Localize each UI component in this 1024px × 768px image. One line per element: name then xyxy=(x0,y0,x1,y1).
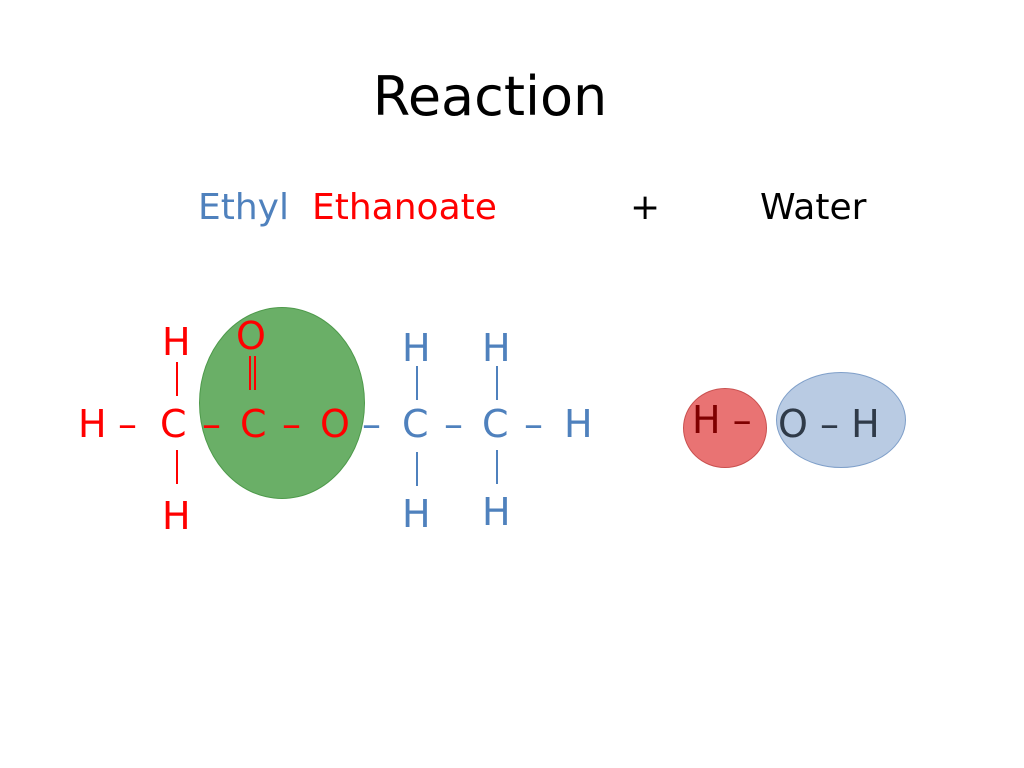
atom-h-top-3: H xyxy=(482,326,511,370)
atom-h-top-1: H xyxy=(162,320,191,364)
atom-h-bottom-3: H xyxy=(482,490,511,534)
double-bond-carbonyl xyxy=(249,356,256,390)
atom-c-4: C xyxy=(482,402,509,446)
bond-top-2 xyxy=(416,366,418,400)
water-hydrogen: H – xyxy=(692,398,752,442)
water-hydrogen-highlight xyxy=(683,388,767,468)
atom-h-bottom-2: H xyxy=(402,492,431,536)
ethyl-label: Ethyl xyxy=(198,187,289,228)
atom-c-3: C xyxy=(402,402,429,446)
bond-1: – xyxy=(118,402,137,446)
bond-bottom-3 xyxy=(496,450,498,484)
atom-c-1: C xyxy=(160,402,187,446)
bond-bottom-1 xyxy=(176,450,178,484)
bond-top-1 xyxy=(176,362,178,396)
water-hydroxyl-highlight xyxy=(776,372,906,468)
water-hydroxyl: O – H xyxy=(778,402,880,446)
slide-title: Reaction xyxy=(372,65,608,128)
bond-3: – xyxy=(282,402,301,446)
bond-bottom-2 xyxy=(416,452,418,486)
atom-h-bottom-1: H xyxy=(162,494,191,538)
atom-h-left: H xyxy=(78,402,107,446)
bond-top-3 xyxy=(496,366,498,400)
carbonyl-highlight xyxy=(199,307,365,499)
atom-o-ester: O xyxy=(320,402,350,446)
plus-sign: + xyxy=(630,187,661,228)
ethanoate-label: Ethanoate xyxy=(312,187,497,228)
bond-6: – xyxy=(524,402,543,446)
atom-c-2: C xyxy=(240,402,267,446)
bond-4: – xyxy=(362,402,381,446)
water-label: Water xyxy=(760,187,867,228)
bond-5: – xyxy=(444,402,463,446)
atom-h-right: H xyxy=(564,402,593,446)
bond-2: – xyxy=(202,402,221,446)
atom-h-top-2: H xyxy=(402,326,431,370)
atom-o-carbonyl: O xyxy=(236,314,266,358)
